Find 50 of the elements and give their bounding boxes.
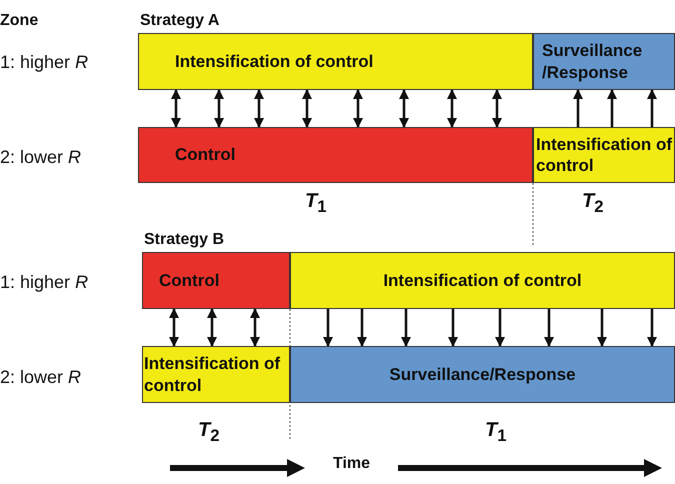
- arrow: [401, 309, 411, 347]
- arrow: [302, 89, 312, 128]
- arrow: [647, 309, 657, 347]
- zone-label: 2: lower R: [0, 367, 82, 388]
- arrow: [495, 309, 505, 347]
- phase-bar: [533, 33, 675, 90]
- phase-label: Control: [159, 270, 220, 292]
- phase-bar: [290, 252, 675, 309]
- zone-label: 1: higher R: [0, 52, 88, 73]
- arrow: [353, 89, 363, 128]
- phase-bar: [533, 127, 675, 183]
- phase-label: Surveillance/Response: [389, 364, 576, 386]
- arrow: [647, 89, 657, 127]
- arrow: [447, 89, 457, 128]
- phase-label: Intensification of control: [383, 270, 582, 292]
- phase-label: Intensification of control: [536, 134, 673, 176]
- arrow: [214, 89, 224, 128]
- strategy-heading: Strategy A: [140, 12, 220, 30]
- zone-label: 2: lower R: [0, 147, 82, 168]
- arrow: [399, 89, 409, 128]
- phase-bar: [142, 346, 290, 403]
- phase-label: Control: [175, 144, 236, 166]
- arrow: [573, 89, 583, 127]
- column-heading: Zone: [0, 12, 38, 30]
- phase-bar: [138, 33, 533, 90]
- strategy-heading: Strategy B: [144, 231, 224, 249]
- phase-label: Intensification of control: [175, 50, 374, 72]
- axis-label: Time: [333, 455, 370, 473]
- period-label: T$_{2}$: [198, 419, 220, 446]
- period-label: T$_{2}$: [582, 190, 604, 217]
- phase-label: Intensification of control: [144, 353, 281, 396]
- arrow: [597, 309, 607, 347]
- arrow: [448, 309, 458, 347]
- arrow: [357, 309, 367, 347]
- arrow: [254, 89, 264, 128]
- arrow: [207, 308, 217, 347]
- arrow: [171, 89, 181, 128]
- zone-label: 1: higher R: [0, 272, 88, 293]
- phase-bar: [290, 346, 675, 403]
- arrow: [323, 309, 333, 347]
- arrow: [169, 308, 179, 347]
- phase-bar: [142, 252, 290, 309]
- period-label: T$_{1}$: [305, 190, 326, 217]
- arrow: [250, 308, 260, 347]
- arrow: [492, 89, 502, 128]
- phase-bar: [138, 127, 533, 183]
- arrow: [544, 309, 554, 347]
- period-label: T$_{1}$: [485, 419, 506, 446]
- arrow: [607, 89, 617, 127]
- phase-label: Surveillance /Response: [542, 40, 644, 83]
